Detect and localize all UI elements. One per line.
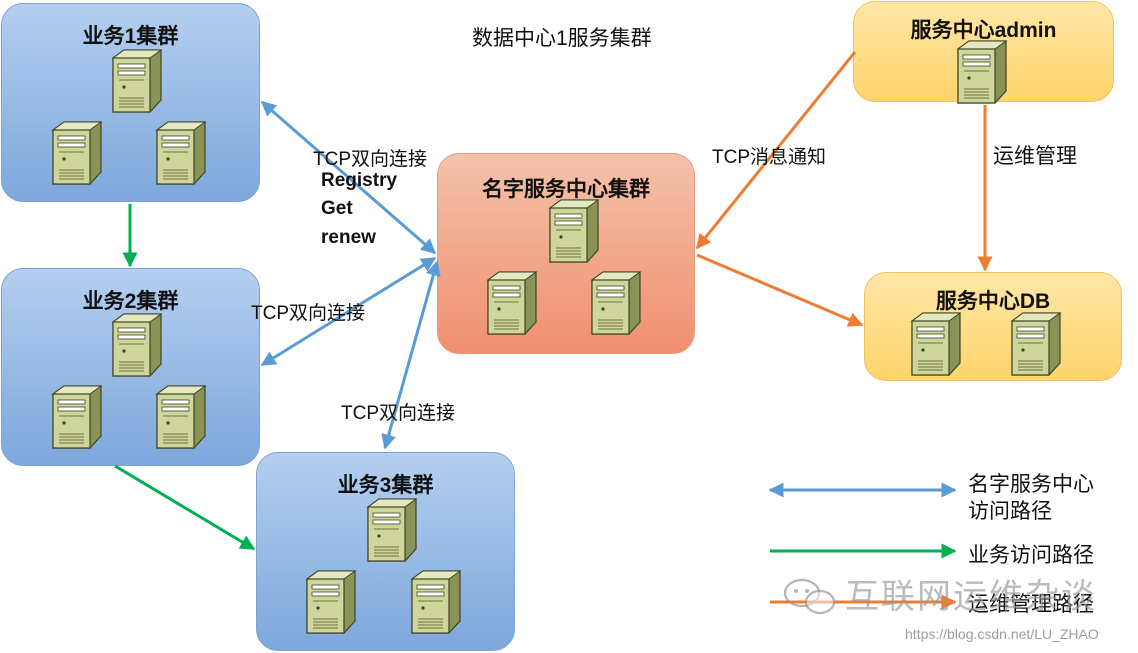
server-icon [306,570,356,634]
cluster-biz2-title: 业务2集群 [82,290,179,313]
edge-label-renew: renew [321,227,376,248]
edge-label-tcp-biz3: TCP双向连接 [341,403,456,424]
chat-bubble-icon [783,578,836,615]
edge-biz3-name-service [381,260,441,450]
server-icon [549,199,599,263]
server-icon [52,121,102,185]
server-icon [411,570,461,634]
cluster-name-service-title: 名字服务中心集群 [482,178,650,201]
edge-label-tcp-biz1: TCP双向连接 [313,149,428,170]
server-icon [911,312,961,376]
cluster-biz2: 业务2集群 [1,268,260,466]
cluster-biz3-title: 业务3集群 [337,474,434,497]
server-icon [1011,312,1061,376]
server-icon [591,271,641,335]
server-icon [957,40,1007,104]
legend-label-name-service: 名字服务中心 访问路径 [968,471,1094,525]
server-icon [112,313,162,377]
legend-label-ops: 运维管理路径 [968,593,1094,616]
cluster-biz1-title: 业务1集群 [82,25,179,48]
edge-admin-name-service [695,51,857,250]
server-icon [156,385,206,449]
cluster-db-title: 服务中心DB [935,290,1051,313]
diagram-title: 数据中心1服务集群 [472,27,652,50]
edge-label-tcp-biz2: TCP双向连接 [251,303,366,324]
server-icon [112,49,162,113]
edge-biz1-name-service [260,100,437,255]
server-icon [367,498,417,562]
server-icon [487,271,537,335]
edge-label-ops: 运维管理 [993,145,1077,168]
cluster-db: 服务中心DB [864,272,1122,381]
watermark-url: https://blog.csdn.net/LU_ZHAO [905,626,1099,642]
edge-biz2-biz3 [114,464,256,551]
server-icon [52,385,102,449]
legend-label-name-service-line2: 访问路径 [968,500,1052,523]
legend-label-name-service-line1: 名字服务中心 [968,473,1094,496]
edge-name-service-db [696,253,864,327]
edge-label-registry: Registry [321,170,398,191]
edge-label-notify: TCP消息通知 [712,147,827,168]
server-icon [156,121,206,185]
watermark-brand: 互联网运维杂谈 [845,578,1097,616]
cluster-biz1: 业务1集群 [1,3,260,202]
edge-label-get: Get [321,198,353,219]
cluster-admin-title: 服务中心admin [910,19,1057,42]
legend-label-business: 业务访问路径 [968,544,1094,567]
